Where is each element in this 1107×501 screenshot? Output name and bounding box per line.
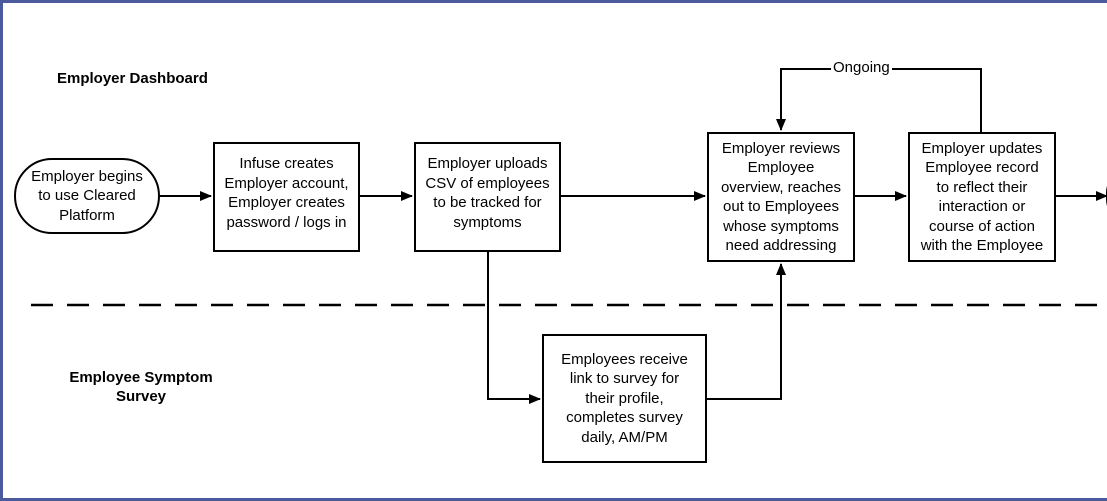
- node-employer-updates: Employer updates Employee record to refl…: [908, 132, 1056, 262]
- node-employer-uploads-csv: Employer uploads CSV of employees to be …: [414, 142, 561, 252]
- node-employees-receive-survey: Employees receive link to survey for the…: [542, 334, 707, 463]
- edge-survey-to-review: [707, 263, 786, 400]
- node-employer-reviews: Employer reviews Employee overview, reac…: [707, 132, 855, 262]
- lane-label-employee: Employee Symptom Survey: [69, 369, 213, 405]
- ongoing-label: Ongoing: [831, 59, 892, 77]
- edge-ongoing-loop: [776, 68, 982, 132]
- node-infuse-creates-account: Infuse creates Employer account, Employe…: [213, 142, 360, 252]
- edge-upload-to-survey: [487, 252, 541, 404]
- lane-label-employer: Employer Dashboard: [57, 70, 208, 87]
- node-start: Employer begins to use Cleared Platform: [14, 158, 160, 234]
- connector-layer: [31, 68, 1107, 404]
